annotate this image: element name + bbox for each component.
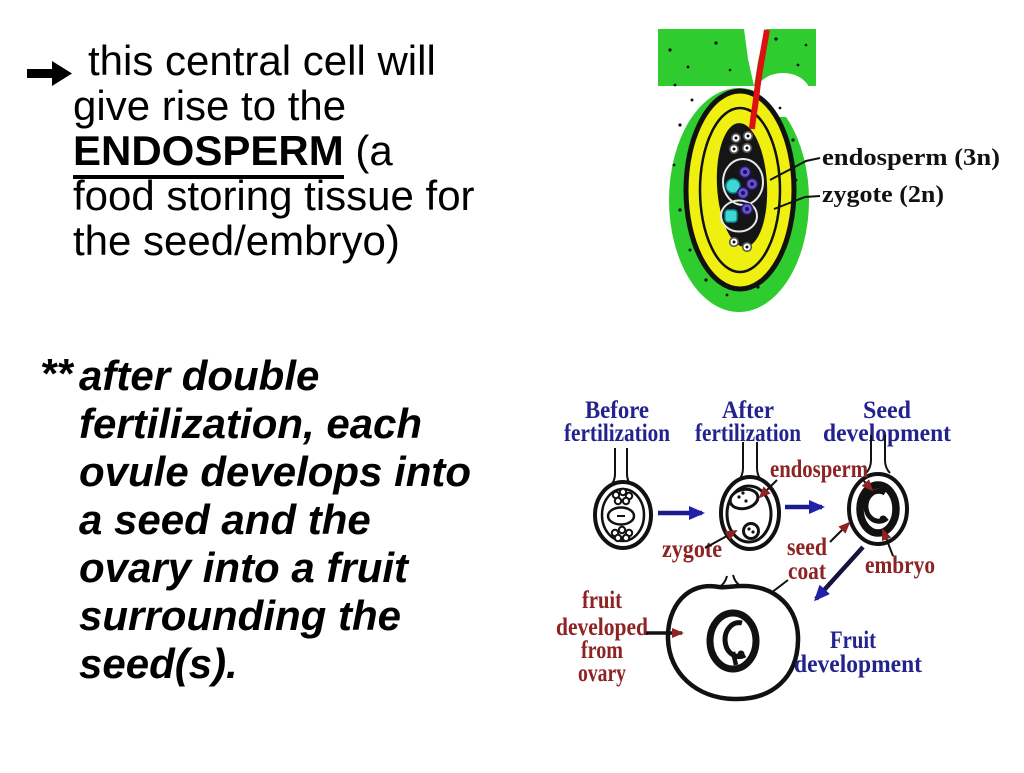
paragraph1-line3: ENDOSPERM (a <box>73 127 475 179</box>
endosperm-to-after-leader <box>758 479 778 499</box>
fruit-from-ovary-line3: from <box>581 637 623 664</box>
synergid-cells <box>728 236 753 253</box>
fruit-development-line1: Fruit <box>830 627 877 654</box>
fruit-from-ovary-line2: developed <box>556 614 648 641</box>
zygote-leader <box>704 530 738 549</box>
zygote-2n-label: zygote (2n) <box>822 182 944 208</box>
paragraph2-line6: surrounding the <box>79 592 401 639</box>
seed-coat-label-line1: seed <box>787 534 827 561</box>
ovule-before-drawing <box>593 448 653 550</box>
header-after-line1: After <box>722 397 774 424</box>
paragraph1-line1: this central cell will <box>27 37 475 86</box>
fruit-from-ovary-line1: fruit <box>582 587 623 614</box>
paragraph1-line1-text: this central cell will <box>88 37 436 84</box>
arrow-seed-to-fruit <box>813 545 865 602</box>
seed-development-figure: Before fertilization After fertilization… <box>530 380 1024 768</box>
zygote-leader-line <box>773 195 821 210</box>
paragraph2-line2: fertilization, each <box>79 400 423 447</box>
ovule-micrograph-figure: endosperm (3n) zygote (2n) <box>630 15 1024 315</box>
embryo-leader <box>881 528 894 557</box>
fruit-from-ovary-line4: ovary <box>578 660 626 687</box>
ovule-micrograph-svg: endosperm (3n) zygote (2n) <box>658 29 1000 312</box>
ovule-drawing <box>658 29 816 312</box>
paragraph2-line1-text: after double <box>79 352 320 399</box>
antipodal-cells <box>728 130 754 155</box>
paragraph2-line4: a seed and the <box>79 496 371 543</box>
paragraph1-line5: the seed/embryo) <box>73 217 400 264</box>
paragraph1-line2: give rise to the <box>73 82 347 129</box>
paragraph-endosperm: this central cell will give rise to the … <box>27 37 475 264</box>
asterisks-prefix: ** <box>40 350 73 397</box>
paragraph2-line7: seed(s). <box>79 640 238 687</box>
zygote-cells <box>720 199 758 233</box>
heavy-right-arrow-icon <box>27 49 72 86</box>
endosperm-term: ENDOSPERM <box>73 127 344 179</box>
paragraph2-line3: ovule develops into <box>79 448 472 495</box>
seed-coat-label-line2: coat <box>788 558 827 585</box>
embryo-label: embryo <box>865 552 935 579</box>
paragraph1-line4: food storing tissue for <box>73 172 475 219</box>
paragraph1-line3-rest: (a <box>343 127 393 174</box>
endosperm-3n-label: endosperm (3n) <box>822 145 1000 171</box>
fruit-drawing <box>665 574 801 702</box>
seed-coat-to-seed-leader <box>829 521 851 543</box>
header-seed-line2: development <box>823 420 952 447</box>
endosperm-to-seed-leader <box>861 479 874 492</box>
header-after-line2: fertilization <box>695 420 801 447</box>
endosperm-label: endosperm <box>770 456 868 483</box>
paragraph2-line5: ovary into a fruit <box>79 544 409 591</box>
paragraph-after-double-fertilization: **after double fertilization, each ovule… <box>40 350 472 688</box>
header-before-line1: Before <box>585 397 649 424</box>
zygote-label: zygote <box>662 536 722 563</box>
endosperm-leader-line <box>769 157 821 181</box>
seed-development-svg: Before fertilization After fertilization… <box>556 397 952 702</box>
header-before-line2: fertilization <box>564 420 670 447</box>
pollen-tube <box>749 29 770 130</box>
header-seed-line1: Seed <box>863 397 911 424</box>
fruit-development-line2: development <box>794 651 923 678</box>
ovule-seed-drawing <box>847 435 909 546</box>
paragraph2-line1: **after double <box>40 350 471 400</box>
